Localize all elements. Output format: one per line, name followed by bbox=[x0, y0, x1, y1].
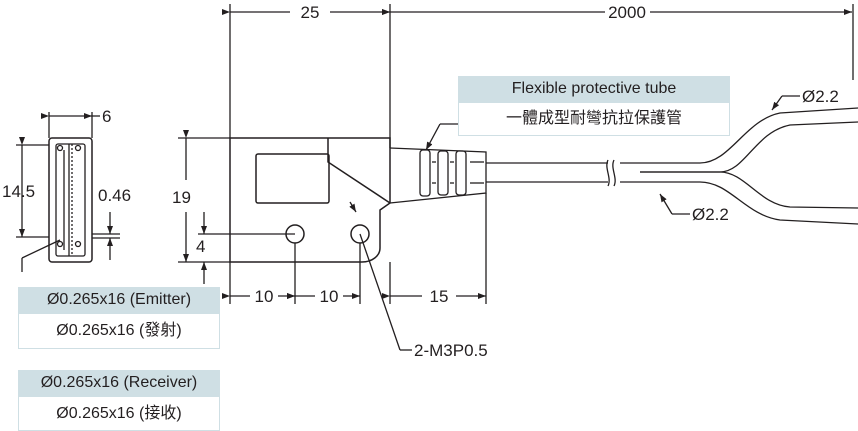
emitter-subtitle: Ø0.265x16 (發射) bbox=[18, 313, 220, 349]
screw-callout: 2-M3P0.5 bbox=[414, 341, 488, 360]
protective-tube bbox=[389, 147, 487, 204]
dim-side-height: 14.5 bbox=[2, 182, 35, 201]
dim-body-length: 25 bbox=[301, 3, 320, 22]
dim-cable-length: 2000 bbox=[608, 3, 646, 22]
receiver-title: Ø0.265x16 (Receiver) bbox=[18, 370, 220, 396]
dim-wire-dia-top: Ø2.2 bbox=[802, 87, 839, 106]
dim-wire-dia-bottom: Ø2.2 bbox=[692, 205, 729, 224]
dim-hole-pitch-1: 10 bbox=[255, 287, 274, 306]
sensor-body bbox=[229, 137, 391, 263]
cable bbox=[486, 107, 858, 225]
dim-side-width: 6 bbox=[102, 107, 111, 126]
dim-lens-offset: 0.46 bbox=[98, 186, 131, 205]
receiver-subtitle: Ø0.265x16 (接收) bbox=[18, 396, 220, 431]
dim-body-height: 19 bbox=[172, 188, 191, 207]
dim-tube-length: 15 bbox=[430, 287, 449, 306]
tube-note-subtitle: 一體成型耐彎抗拉保護管 bbox=[458, 102, 730, 136]
emitter-title: Ø0.265x16 (Emitter) bbox=[18, 287, 220, 313]
dim-hole-pitch-2: 10 bbox=[320, 287, 339, 306]
side-view bbox=[16, 112, 120, 272]
tube-note-title: Flexible protective tube bbox=[458, 76, 730, 102]
dim-hole-height: 4 bbox=[196, 237, 205, 256]
